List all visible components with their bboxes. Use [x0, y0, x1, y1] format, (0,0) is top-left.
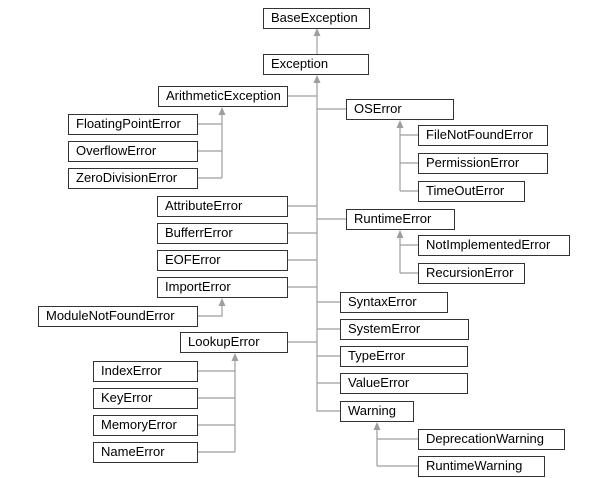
edge-warning-children: [376, 430, 418, 467]
node-module-not-found-error: ModuleNotFoundError: [38, 306, 198, 327]
node-key-error: KeyError: [93, 388, 198, 409]
arrowhead-oserror: [396, 120, 404, 128]
node-permission-error: PermissionError: [418, 153, 548, 174]
edge-importerror-children: [198, 306, 223, 317]
node-runtime-error: RuntimeError: [346, 209, 455, 230]
node-attribute-error: AttributeError: [157, 196, 288, 217]
node-zero-division-error: ZeroDivisionError: [68, 168, 198, 189]
arrowhead-arithmeticexception: [218, 107, 226, 115]
node-base-exception: BaseException: [263, 8, 370, 29]
node-deprecation-warning: DeprecationWarning: [418, 429, 565, 450]
edge-lookuperror-children: [198, 361, 236, 453]
node-memory-error: MemoryError: [93, 415, 198, 436]
node-type-error: TypeError: [340, 346, 468, 367]
node-lookup-error: LookupError: [180, 332, 288, 353]
node-os-error: OSError: [346, 99, 454, 120]
arrowhead-lookuperror: [231, 353, 239, 361]
arrowhead-importerror: [218, 298, 226, 306]
node-system-error: SystemError: [340, 319, 469, 340]
edge-runtimeerror-children: [399, 238, 418, 274]
arrowhead-warning: [373, 422, 381, 430]
node-floating-point-error: FloatingPointError: [68, 114, 198, 135]
node-file-not-found-error: FileNotFoundError: [418, 125, 548, 146]
edge-trunk: [316, 83, 340, 412]
node-recursion-error: RecursionError: [418, 263, 525, 284]
node-arithmetic-exception: ArithmeticException: [158, 86, 288, 107]
node-not-implemented-error: NotImplementedError: [418, 235, 570, 256]
node-syntax-error: SyntaxError: [340, 292, 448, 313]
edge-trunk-branches: [288, 95, 346, 384]
node-exception: Exception: [263, 54, 369, 75]
edge-arithmeticexception-children: [198, 115, 223, 179]
node-time-out-error: TimeOutError: [418, 181, 525, 202]
edge-oserror-children: [399, 128, 418, 192]
node-import-error: ImportError: [157, 277, 288, 298]
node-warning: Warning: [340, 401, 414, 422]
node-runtime-warning: RuntimeWarning: [418, 456, 545, 477]
node-value-error: ValueError: [340, 373, 468, 394]
arrowhead-runtimeerror: [396, 230, 404, 238]
arrowhead-exception: [313, 75, 321, 83]
node-index-error: IndexError: [93, 361, 198, 382]
node-name-error: NameError: [93, 442, 198, 463]
node-eof-error: EOFError: [157, 250, 288, 271]
arrowhead-baseexception: [313, 28, 321, 36]
node-bufferr-error: BufferrError: [157, 223, 288, 244]
node-overflow-error: OverflowError: [68, 141, 198, 162]
